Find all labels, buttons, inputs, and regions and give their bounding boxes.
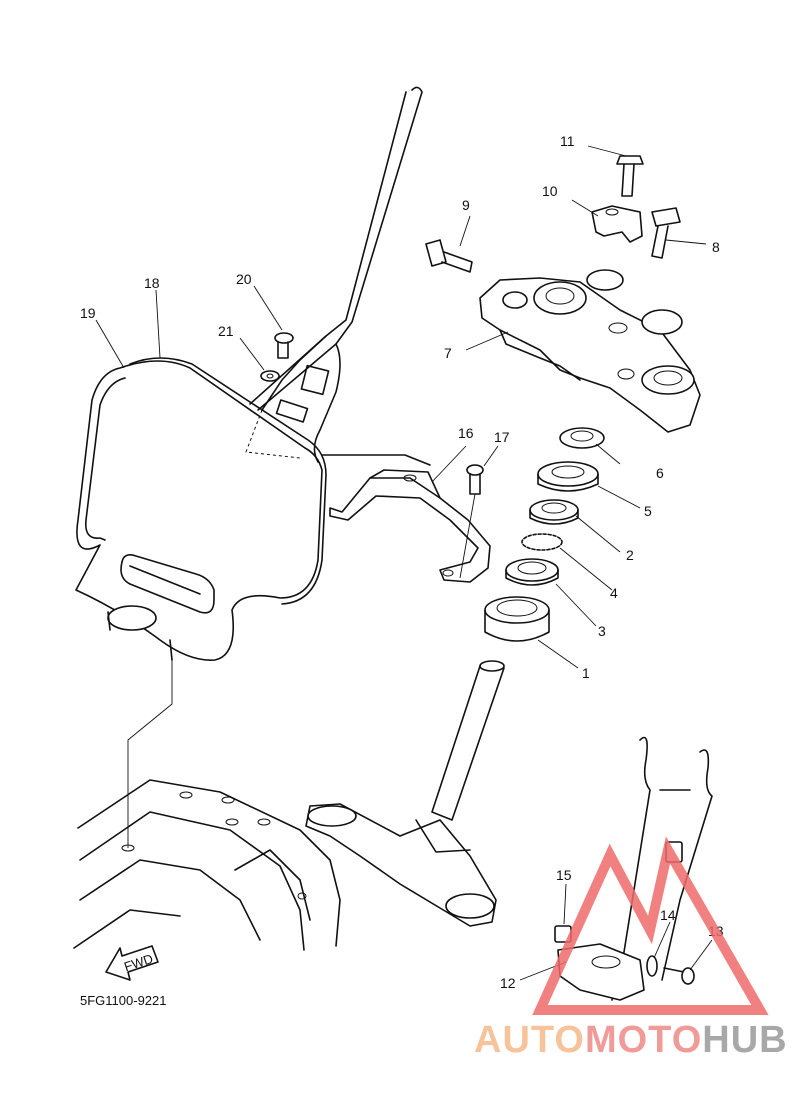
callout-14: 14 bbox=[660, 907, 676, 923]
callout-15: 15 bbox=[556, 867, 572, 883]
callout-5: 5 bbox=[644, 503, 652, 519]
ball-bearing-4 bbox=[521, 533, 563, 551]
front-fender bbox=[73, 660, 341, 951]
callout-3: 3 bbox=[598, 623, 606, 639]
watermark-word-moto: MOTO bbox=[585, 1019, 702, 1061]
clamp-12 bbox=[557, 943, 645, 1001]
holder-10 bbox=[591, 205, 643, 243]
washer-5 bbox=[537, 461, 599, 492]
leader-lines bbox=[95, 145, 713, 981]
number-plate bbox=[75, 357, 327, 661]
watermark-word-hub: HUB bbox=[702, 1019, 787, 1061]
bolt-17 bbox=[459, 464, 484, 579]
callout-17: 17 bbox=[494, 429, 510, 445]
plate-stay bbox=[245, 86, 423, 463]
forward-arrow-icon: FWD bbox=[105, 945, 159, 981]
bolt-8 bbox=[651, 207, 681, 259]
callout-7: 7 bbox=[444, 345, 452, 361]
callout-16: 16 bbox=[458, 425, 474, 441]
watermark: AUTOMOTOHUB bbox=[474, 836, 788, 1061]
bracket-16 bbox=[321, 454, 491, 583]
callout-11: 11 bbox=[560, 133, 575, 149]
bearing-1 bbox=[484, 596, 550, 642]
bolt-9 bbox=[425, 239, 473, 273]
callout-6: 6 bbox=[656, 465, 664, 481]
upper-bracket-7 bbox=[479, 269, 701, 433]
bolt-13 bbox=[663, 967, 695, 985]
callout-12: 12 bbox=[500, 975, 516, 991]
watermark-word-auto: AUTO bbox=[474, 1019, 585, 1061]
washer-14 bbox=[646, 955, 658, 977]
washer-21 bbox=[260, 370, 280, 382]
callout-19: 19 bbox=[80, 305, 96, 321]
callout-20: 20 bbox=[236, 271, 252, 287]
bolt-11 bbox=[616, 155, 644, 197]
bearing-race-3 bbox=[505, 558, 559, 586]
callout-4: 4 bbox=[610, 585, 618, 601]
steering-stem bbox=[305, 660, 505, 927]
callout-10: 10 bbox=[542, 183, 558, 199]
ring-nut-6 bbox=[559, 427, 605, 449]
part-code: 5FG1100-9221 bbox=[80, 993, 167, 1008]
callout-9: 9 bbox=[462, 197, 470, 213]
callout-21: 21 bbox=[218, 323, 234, 339]
cover-2 bbox=[529, 499, 579, 525]
callout-8: 8 bbox=[712, 239, 720, 255]
callout-2: 2 bbox=[626, 547, 634, 563]
callout-18: 18 bbox=[144, 275, 160, 291]
watermark-triangle-icon bbox=[532, 836, 769, 1015]
svg-text:AUTOMOTOHUB: AUTOMOTOHUB bbox=[474, 1019, 788, 1061]
callout-1: 1 bbox=[582, 665, 590, 681]
bolt-20 bbox=[274, 332, 294, 359]
callout-labels: 11 10 8 9 7 6 5 2 4 3 1 16 17 18 19 20 2… bbox=[80, 133, 724, 991]
